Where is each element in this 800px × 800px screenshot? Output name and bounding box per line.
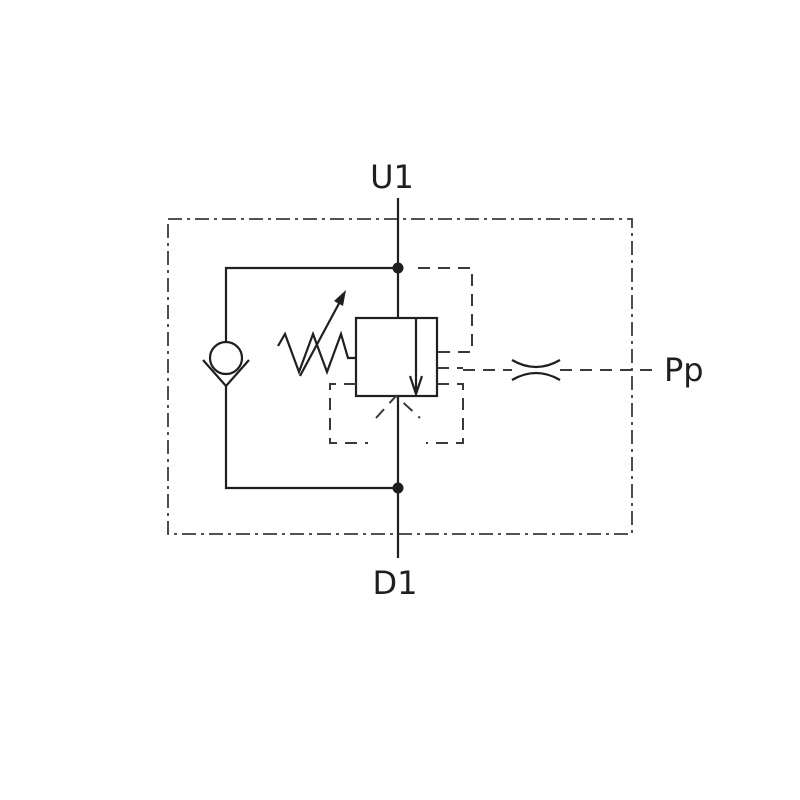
check-valve-ball bbox=[208, 340, 244, 376]
adjustment-arrow-head bbox=[334, 290, 346, 306]
relief-valve-body bbox=[354, 316, 439, 398]
port-label-pp: Pp bbox=[664, 351, 704, 389]
pilot-line-top bbox=[418, 267, 473, 353]
adjustable-spring bbox=[277, 290, 356, 377]
pilot-line-pp bbox=[463, 359, 655, 381]
port-label-u1: U1 bbox=[370, 158, 414, 196]
check-valve-bypass bbox=[202, 266, 398, 490]
port-label-d1: D1 bbox=[373, 564, 418, 602]
orifice-restrictor bbox=[511, 359, 561, 381]
pilot-chambers bbox=[329, 367, 464, 444]
check-valve-seat bbox=[202, 359, 250, 388]
assembly-envelope bbox=[167, 218, 633, 535]
